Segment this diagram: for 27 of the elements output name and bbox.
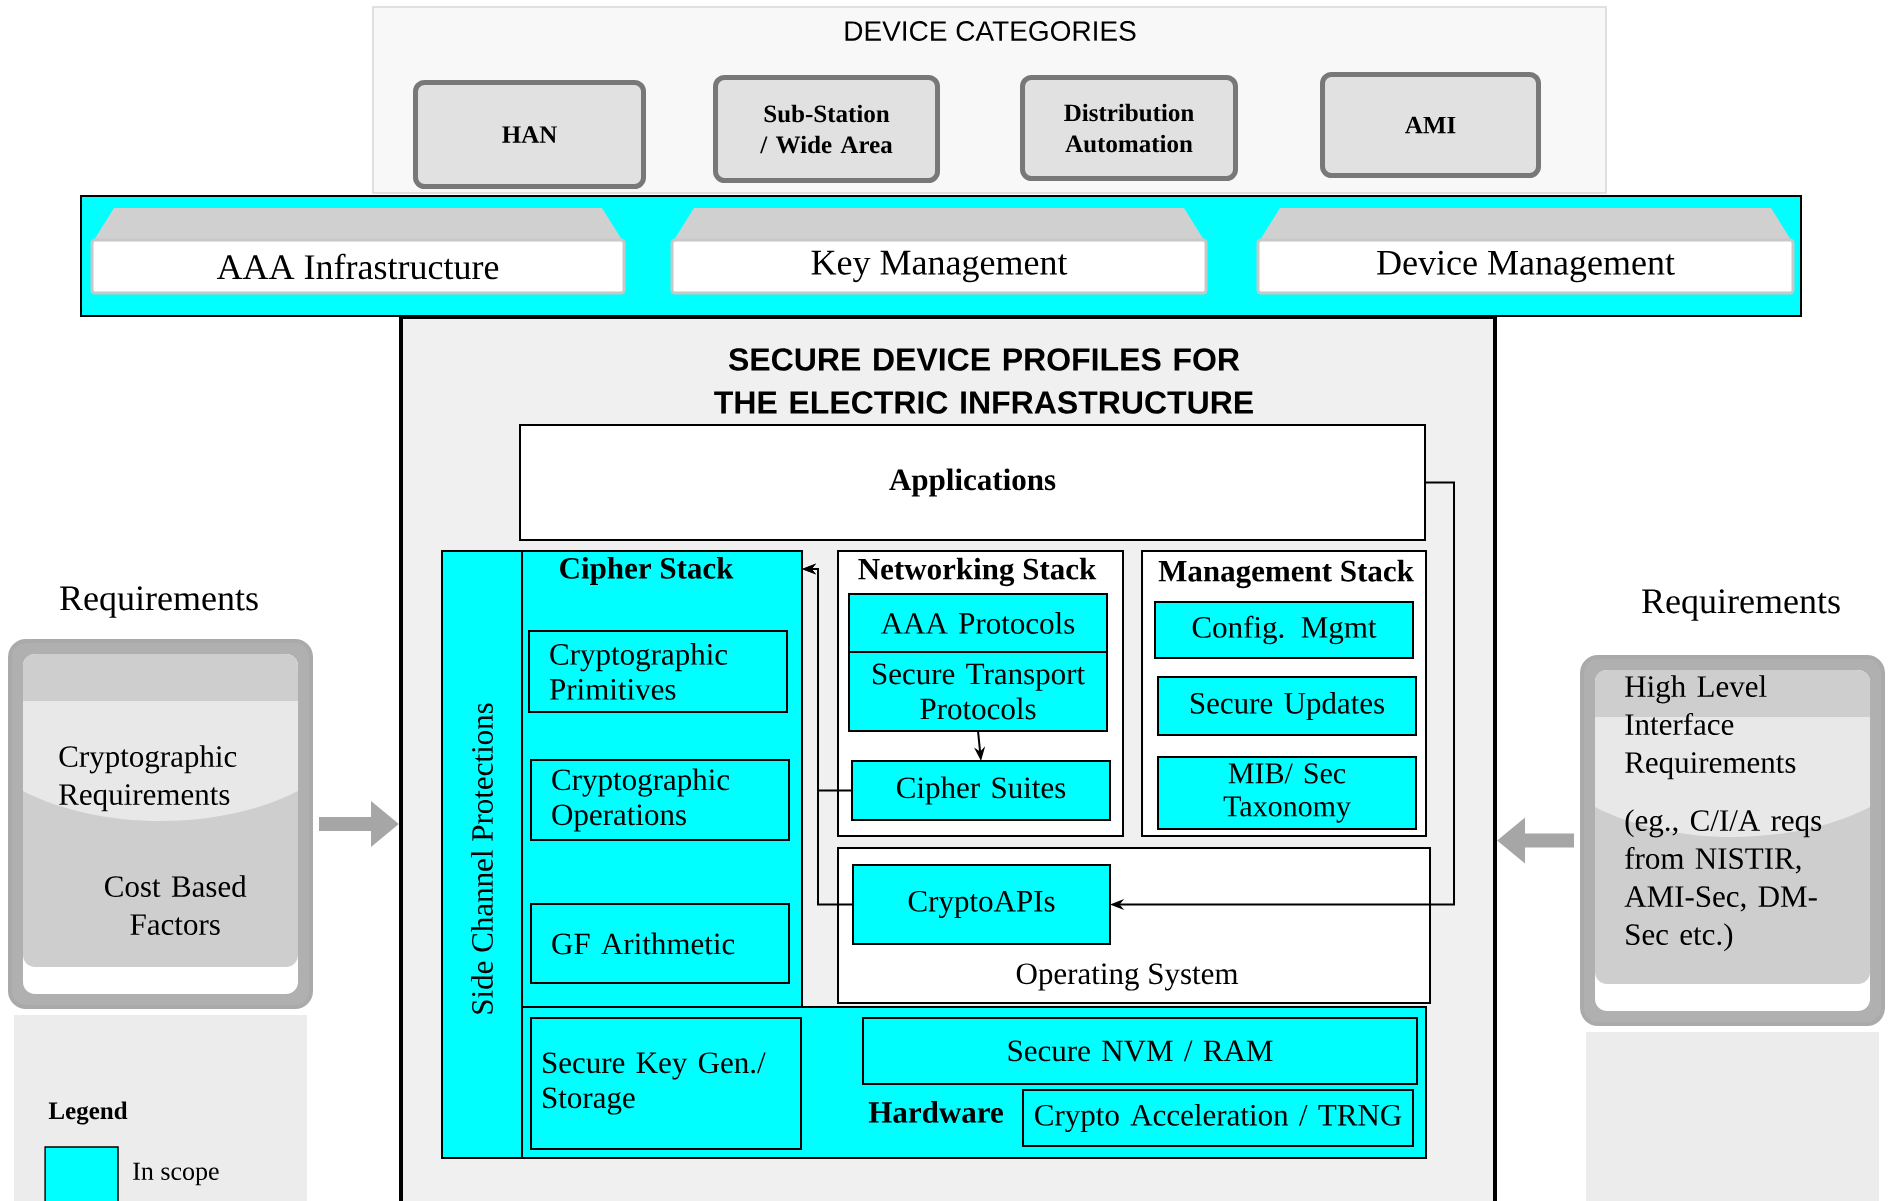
legend-title: Legend [48, 1101, 128, 1125]
category-box: Sub-Station / Wide Area [713, 75, 940, 183]
component-box: CryptoAPIs [852, 864, 1111, 945]
category-box: Distribution Automation [1020, 75, 1238, 181]
node-label: Requirements [60, 586, 258, 618]
service-tab: Device Management [1256, 208, 1795, 295]
component-box: Cryptographic Primitives [528, 630, 788, 713]
category-box: HAN [413, 80, 646, 189]
component-box: Config. Mgmt [1154, 601, 1414, 659]
node-label: Requirements [1642, 589, 1840, 621]
category-box: AMI [1320, 72, 1541, 178]
service-tab: AAA Infrastructure [90, 208, 626, 295]
component-box: GF Arithmetic [530, 903, 790, 984]
component-box: Secure Updates [1157, 676, 1417, 736]
component-box: Secure NVM / RAM [862, 1017, 1418, 1085]
component-box: AAA Protocols [848, 593, 1108, 653]
side-channel-bar: Side Channel Protections [441, 550, 523, 1159]
component-box: Cipher Suites [851, 760, 1111, 821]
component-box: Secure Transport Protocols [848, 651, 1108, 732]
component-box: Cryptographic Operations [530, 759, 790, 841]
component-box: Crypto Acceleration / TRNG [1022, 1089, 1414, 1147]
service-tab: Key Management [670, 208, 1208, 295]
legend-label: In scope [133, 1162, 219, 1186]
layer-box: Applications [519, 424, 1426, 541]
requirements-card: Requirements High Level Interface Requirements (eg., C/I/A reqs from NISTIR, AMI-Sec, DM-Sec etc.) [1580, 589, 1885, 1201]
component-box: MIB/ Sec Taxonomy [1157, 756, 1417, 830]
component-box: Secure Key Gen./ Storage [530, 1017, 802, 1150]
